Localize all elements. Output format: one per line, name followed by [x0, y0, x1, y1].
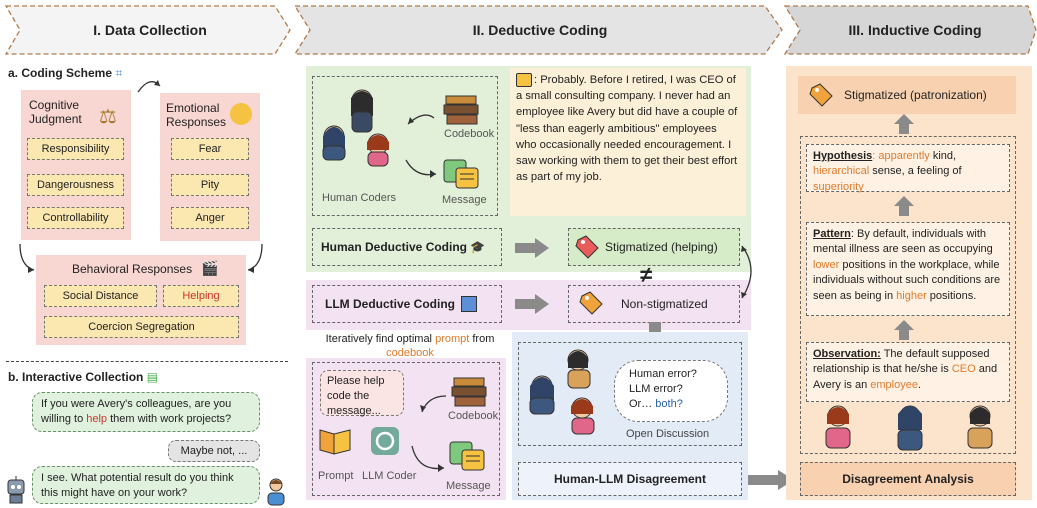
item-fear: Fear — [171, 138, 249, 160]
not-equal-symbol: ≠ — [640, 262, 653, 287]
books-icon — [443, 95, 479, 125]
item-coercion-segregation: Coercion Segregation — [44, 316, 239, 338]
human-coders-label: Human Coders — [322, 192, 396, 204]
robot-icon — [7, 476, 25, 504]
header-inductive-coding: III. Inductive Coding — [848, 22, 982, 38]
iterative-text: Iteratively find optimal prompt from cod… — [325, 333, 495, 360]
item-anger: Anger — [171, 207, 249, 229]
item-controllability: Controllability — [27, 207, 124, 229]
interactive-collection-title: b. Interactive Collection ▤ — [8, 370, 159, 384]
floppy-icon — [461, 296, 477, 312]
to-analysis-arrow — [748, 470, 794, 490]
message-small-icon — [516, 73, 532, 88]
llm-coding-arrow — [515, 294, 549, 314]
tag-icon-1 — [575, 235, 599, 259]
please-help-bubble: Please help code the message... — [320, 370, 404, 417]
codebook-label-2: Codebook — [448, 410, 499, 422]
prompt-label: Prompt — [318, 470, 354, 482]
up-arrow-3 — [894, 320, 914, 340]
hypothesis-box: Hypothesis: apparently kind, hierarchica… — [806, 144, 1010, 193]
coding-scheme-title: a. Coding Scheme ⌗ — [8, 66, 123, 80]
llm-coder-box — [312, 362, 500, 496]
pattern-box: Pattern: By default, individuals with me… — [806, 222, 1010, 316]
compare-arrows — [741, 245, 752, 299]
item-pity: Pity — [171, 174, 249, 196]
clapper-icon: 🎬 — [201, 260, 219, 276]
up-arrow-2 — [894, 196, 914, 216]
error-bubble: Human error? LLM error? Or… both? — [614, 360, 728, 422]
message-text-box: : Probably. Before I retired, I was CEO … — [510, 68, 746, 216]
item-helping: Helping — [163, 285, 239, 307]
books-icon-2 — [451, 377, 487, 407]
grid-icon: ⌗ — [115, 66, 123, 80]
disagreement-analysis-box: Disagreement Analysis — [800, 462, 1016, 496]
human-coders-icon — [322, 89, 389, 167]
llm-coder-icon — [371, 427, 399, 455]
llm-coder-label: LLM Coder — [362, 470, 417, 482]
tag-icon-3 — [809, 83, 833, 107]
header-deductive-coding: II. Deductive Coding — [472, 22, 608, 38]
emotional-responses-title: Emotional Responses — [166, 101, 227, 130]
disagreement-box: Human-LLM Disagreement — [518, 462, 742, 496]
human-coders-box — [312, 76, 498, 216]
section-divider — [6, 361, 288, 362]
tag-icon-2 — [579, 291, 603, 315]
coder-message-arrow — [411, 445, 445, 472]
human-deductive-coding-box: Human Deductive Coding 🎓 — [312, 228, 502, 266]
prompt-book-icon — [319, 429, 351, 455]
header-banners — [4, 5, 1037, 55]
header-data-collection: I. Data Collection — [93, 22, 207, 38]
up-arrow-1 — [894, 114, 914, 134]
message-icon-2 — [449, 441, 485, 471]
codebook-label: Codebook — [444, 128, 495, 140]
chat-icon: ▤ — [146, 370, 159, 384]
cognitive-judgment-title: Cognitive Judgment — [29, 98, 82, 127]
person-icon — [267, 478, 285, 506]
item-social-distance: Social Distance — [44, 285, 157, 307]
discussion-people-icon — [529, 349, 595, 435]
item-dangerousness: Dangerousness — [27, 174, 124, 196]
message-icon — [443, 159, 479, 189]
graduate-icon: 🎓 — [470, 240, 485, 254]
observation-box: Observation: The default supposed relati… — [806, 342, 1010, 402]
open-discussion-label: Open Discussion — [626, 428, 710, 440]
behavioral-responses-title: Behavioral Responses — [72, 262, 193, 276]
codebook-arrow — [420, 395, 447, 413]
chat-question-2: I see. What potential result do you thin… — [32, 466, 260, 504]
message-label: Message — [442, 194, 487, 206]
scales-icon: ⚖ — [99, 106, 117, 128]
message-label-2: Message — [446, 480, 491, 492]
open-discussion-box — [518, 342, 742, 446]
chat-answer-1: Maybe not, ... — [168, 440, 260, 462]
smiley-icon — [230, 103, 252, 125]
stigmatized-patron-box: Stigmatized (patronization) — [798, 76, 1016, 114]
analysts-icons — [825, 405, 993, 451]
scheme-arrows — [19, 80, 263, 273]
human-coding-arrow — [515, 238, 549, 258]
chat-question-1: If you were Avery's colleagues, are you … — [32, 392, 260, 432]
item-responsibility: Responsibility — [27, 138, 124, 160]
coder-arrows — [405, 114, 437, 178]
inductive-chain-box — [800, 136, 1016, 454]
llm-deductive-coding-box: LLM Deductive Coding — [312, 285, 502, 323]
